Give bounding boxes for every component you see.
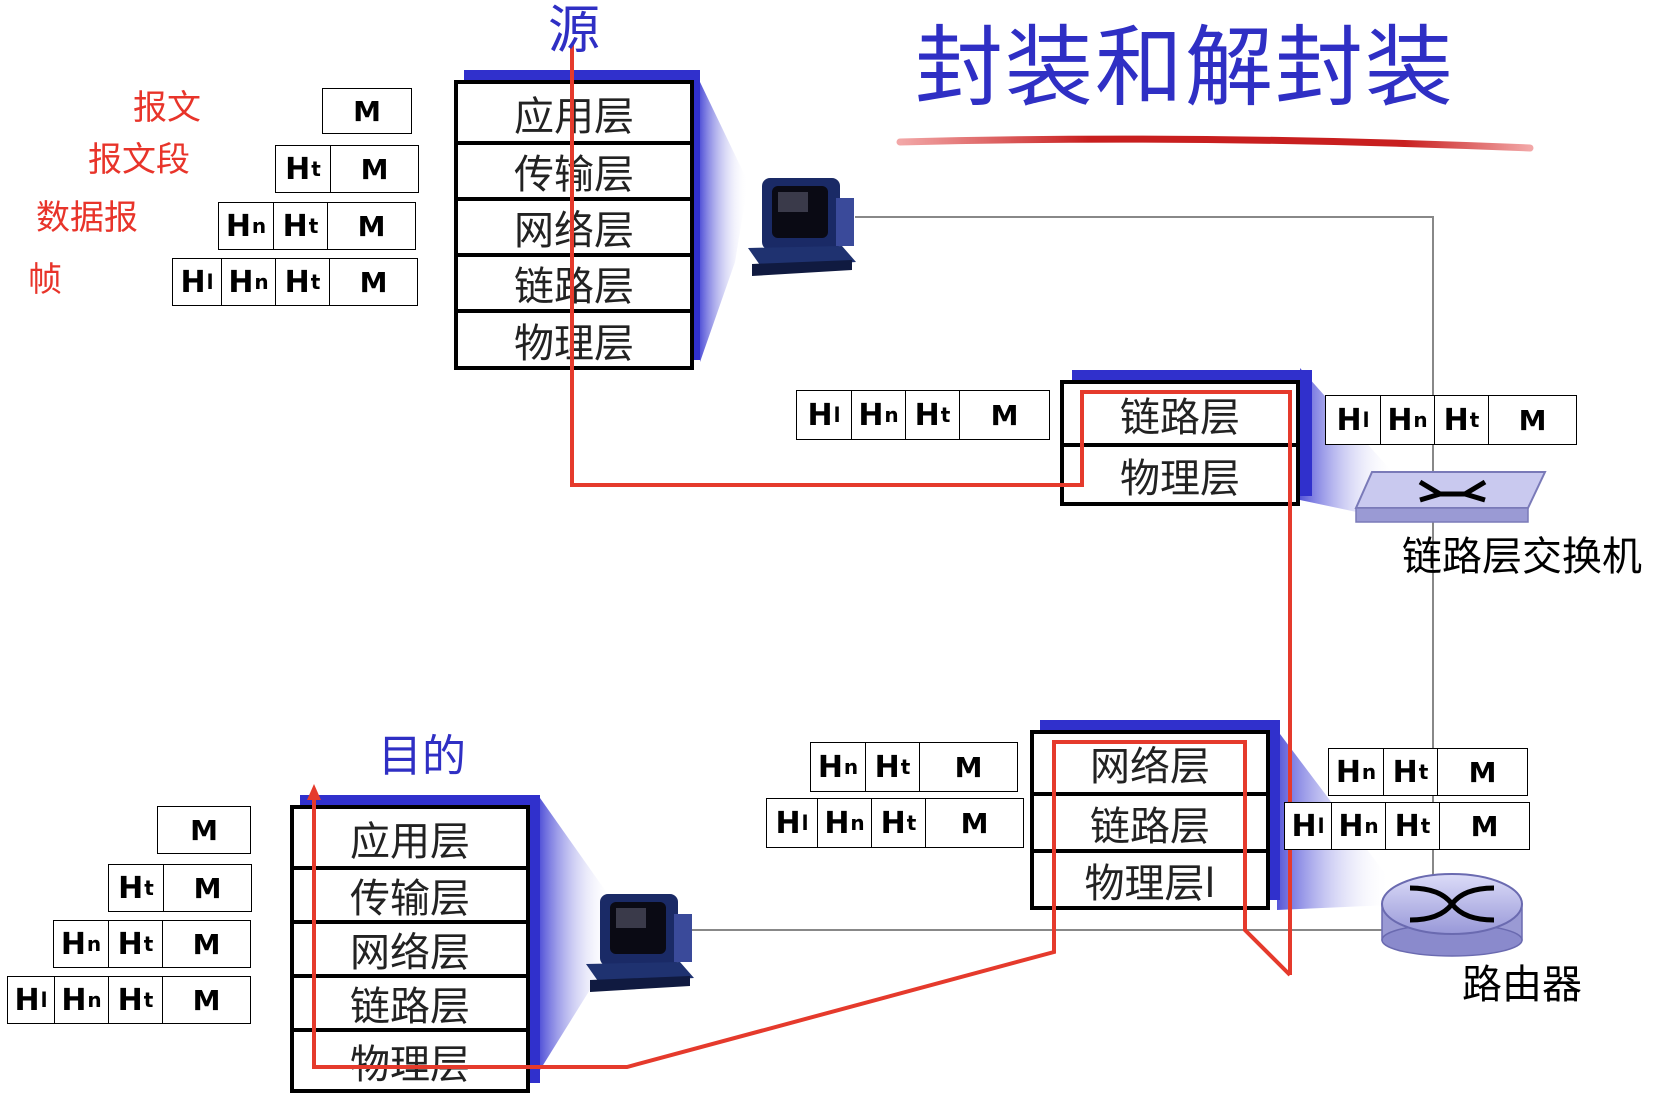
source-beam	[700, 82, 748, 362]
source-layer-physical: 物理层	[458, 309, 690, 367]
destination-layer-application: 应用层	[350, 818, 470, 865]
destination-layer-link: 链路层	[294, 974, 526, 1030]
destination-layer-transport: 传输层	[294, 866, 526, 922]
message-cell: M	[162, 921, 250, 967]
packet-message: M	[322, 88, 412, 134]
source-layer-link: 链路层	[458, 253, 690, 310]
source-computer-icon	[748, 178, 856, 276]
router-layer-physical: 物理层l	[1034, 849, 1266, 907]
pdu-label-segment: 报文段	[88, 140, 190, 180]
source-layer-network: 网络层	[458, 197, 690, 254]
destination-computer-icon	[586, 894, 694, 992]
message-cell: M	[925, 799, 1023, 847]
pdu-label-message: 报文	[133, 88, 201, 128]
message-cell: M	[327, 203, 415, 249]
message-cell: M	[190, 813, 218, 847]
title-underline	[896, 135, 1534, 152]
message-cell: M	[1488, 396, 1576, 444]
message-cell: M	[329, 259, 417, 305]
message-cell: M	[163, 865, 251, 911]
router-layer-link: 链路层	[1034, 792, 1266, 850]
router-label: 路由器	[1462, 962, 1582, 1008]
destination-layer-network: 网络层	[294, 920, 526, 976]
message-cell: M	[919, 743, 1017, 791]
router-icon	[1381, 873, 1523, 957]
pdu-label-datagram: 数据报	[36, 198, 138, 238]
switch-label: 链路层交换机	[1402, 534, 1642, 580]
destination-label: 目的	[378, 731, 466, 782]
message-cell: M	[1439, 803, 1529, 849]
switch-icon	[1354, 471, 1547, 523]
router-layer-network: 网络层	[1090, 744, 1210, 790]
destination-layer-physical: 物理层	[294, 1028, 526, 1089]
switch-layer-link: 链路层	[1120, 394, 1240, 441]
pdu-label-frame: 帧	[28, 260, 62, 300]
message-cell: M	[1437, 749, 1527, 795]
source-layer-application: 应用层	[514, 93, 634, 140]
message-cell: M	[353, 94, 381, 128]
switch-layer-physical: 物理层	[1064, 443, 1296, 502]
message-cell: M	[330, 146, 418, 192]
source-layer-transport: 传输层	[458, 141, 690, 198]
message-cell: M	[162, 977, 250, 1023]
dest-packet-message: M	[157, 806, 251, 854]
message-cell: M	[959, 391, 1049, 439]
source-label: 源	[548, 1, 601, 61]
